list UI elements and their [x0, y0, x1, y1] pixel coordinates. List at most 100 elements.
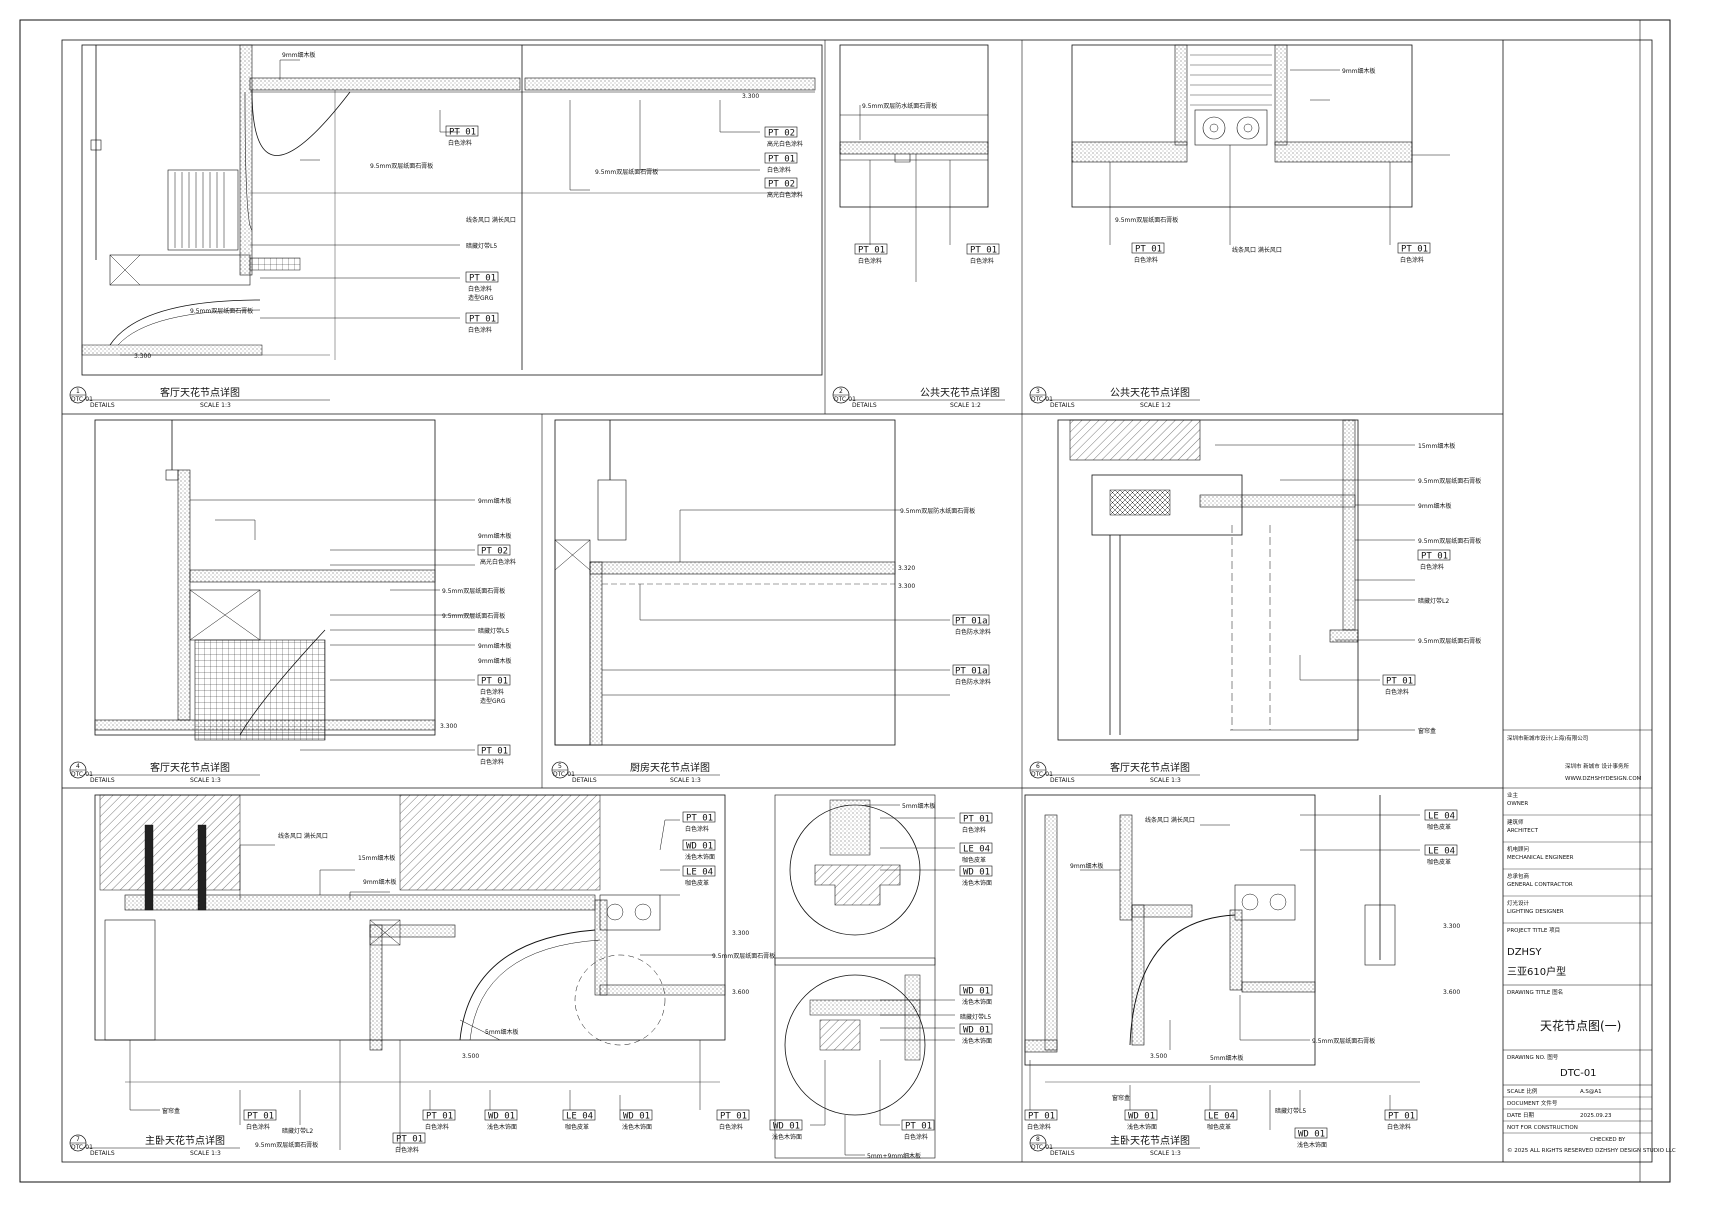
- note-curtain-d8: 窗帘盒: [1112, 1094, 1130, 1102]
- note-ply15-d7: 15mm细木板: [358, 854, 395, 862]
- note-gyp-d5: 9.5mm双层防水纸面石膏板: [900, 507, 975, 515]
- svg-text:PT 01: PT 01: [396, 1135, 423, 1145]
- tb-doc: DOCUMENT 文件号: [1507, 1099, 1558, 1107]
- tag-wd01-enl-d: WD 01 浅色木饰面: [769, 1119, 803, 1141]
- svg-text:浅色木饰面: 浅色木饰面: [962, 879, 992, 887]
- note-vent-d1: 线条风口 满长风口: [466, 216, 516, 224]
- detail-title-7: 7 DTC-01 DETAILS 主卧天花节点详图 SCALE 1:3: [69, 1134, 240, 1157]
- elev-d4: 3.300: [440, 723, 457, 730]
- svg-text:DETAILS: DETAILS: [1050, 402, 1075, 409]
- svg-text:DTC-01: DTC-01: [71, 771, 93, 778]
- svg-text:浅色木饰面: 浅色木饰面: [622, 1123, 652, 1131]
- svg-text:PT 01: PT 01: [469, 315, 496, 325]
- svg-text:PT 01: PT 01: [449, 128, 476, 138]
- tag-pt01-d1a: PT 01 白色涂料: [445, 125, 479, 147]
- svg-text:咖色皮革: 咖色皮革: [962, 856, 986, 864]
- svg-text:PT 01: PT 01: [1388, 1112, 1415, 1122]
- note-mm5-enl: 5mm细木板: [902, 802, 936, 810]
- svg-text:白色涂料: 白色涂料: [1420, 563, 1444, 571]
- svg-text:6: 6: [1036, 763, 1040, 770]
- note-ply9-d4d: 9mm细木板: [478, 657, 512, 665]
- tb-company: 深圳市新城市设计(上海)有限公司: [1507, 734, 1588, 742]
- tb-lighting: LIGHTING DESIGNER: [1507, 909, 1564, 915]
- note-ply9-d3: 9mm细木板: [1342, 67, 1376, 75]
- svg-text:WD 01: WD 01: [686, 842, 713, 852]
- svg-text:PT 01: PT 01: [481, 677, 508, 687]
- tag-pt01-enl-b: PT 01 白色涂料: [901, 1119, 935, 1141]
- tag-pt01-d3b: PT 01 白色涂料: [1397, 242, 1431, 264]
- svg-text:DTC-01: DTC-01: [834, 396, 856, 403]
- svg-text:白色涂料: 白色涂料: [904, 1133, 928, 1141]
- svg-text:SCALE 1:3: SCALE 1:3: [190, 777, 221, 784]
- tb-scale: A.S@A1: [1580, 1089, 1602, 1095]
- note-gyp-d6a: 9.5mm双层纸面石膏板: [1418, 477, 1481, 485]
- svg-text:DATE 日期: DATE 日期: [1507, 1112, 1535, 1119]
- tag-pt02-d1b: PT 02 高光白色涂料: [764, 177, 803, 199]
- svg-text:咖色皮革: 咖色皮革: [1427, 858, 1451, 866]
- svg-text:白色涂料: 白色涂料: [480, 688, 504, 696]
- svg-text:LE 04: LE 04: [1428, 847, 1455, 857]
- tb-owner: OWNER: [1507, 801, 1528, 807]
- svg-text:8: 8: [1036, 1136, 1040, 1143]
- detail-title-1: 1 DTC-01 DETAILS 客厅天花节点详图 SCALE 1:3: [69, 386, 330, 409]
- tag-wd01-d7b: WD 01 浅色木饰面: [484, 1109, 518, 1131]
- note-ply9-d8: 9mm细木板: [1070, 862, 1104, 870]
- svg-text:PT 01: PT 01: [768, 155, 795, 165]
- tb-website: WWW.DZHSHYDESIGN.COM: [1565, 776, 1642, 782]
- svg-text:总承包商: 总承包商: [1507, 872, 1530, 880]
- note-light-d6: 暗藏灯带L2: [1418, 597, 1449, 605]
- note-gyp-d7: 9.5mm双层纸面石膏板: [712, 952, 775, 960]
- tag-pt01-d8a: PT 01 白色涂料: [1024, 1109, 1058, 1131]
- note-gyp-d4b: 9.5mm双层纸面石膏板: [442, 612, 505, 620]
- note-gyp-d4a: 9.5mm双层纸面石膏板: [442, 587, 505, 595]
- svg-text:DETAILS: DETAILS: [852, 402, 877, 409]
- note-gyp-d6b: 9.5mm双层纸面石膏板: [1418, 537, 1481, 545]
- svg-text:PT 01: PT 01: [858, 246, 885, 256]
- elev-d7b: 3.600: [732, 989, 749, 996]
- tag-pt01-d4a: PT 01 白色涂料 造型GRG: [477, 674, 511, 705]
- tb-project-sub: 三亚610户型: [1507, 965, 1566, 978]
- svg-text:DETAILS: DETAILS: [572, 777, 597, 784]
- elev-d5a: 3.320: [898, 565, 915, 572]
- svg-text:PT 01: PT 01: [1421, 552, 1448, 562]
- tag-pt01-enl-a: PT 01 白色涂料: [959, 812, 993, 834]
- svg-text:浅色木饰面: 浅色木饰面: [1297, 1141, 1327, 1149]
- tag-pt01-d2a: PT 01 白色涂料: [854, 243, 888, 265]
- tag-wd01-d7a: WD 01 浅色木饰面: [682, 839, 716, 861]
- svg-text:LE 04: LE 04: [686, 868, 713, 878]
- elev-d8a: 3.300: [1443, 923, 1460, 930]
- note-ply9-d6: 9mm细木板: [1418, 502, 1452, 510]
- detail-title-3: 3 DTC-01 DETAILS 公共天花节点详图 SCALE 1:2: [1029, 386, 1200, 409]
- svg-text:PT 02: PT 02: [768, 129, 795, 139]
- note-gyp-d7b: 9.5mm双层纸面石膏板: [255, 1141, 318, 1149]
- note-curtain-d6: 窗帘盒: [1418, 727, 1436, 735]
- detail-title-5: 5 DTC-01 DETAILS 厨房天花节点详图 SCALE 1:3: [551, 761, 720, 784]
- svg-text:白色涂料: 白色涂料: [480, 758, 504, 766]
- tb-architect: ARCHITECT: [1507, 828, 1539, 834]
- svg-text:客厅天花节点详图: 客厅天花节点详图: [150, 761, 230, 774]
- note-mm59-enl: 5mm+9mm细木板: [867, 1152, 921, 1160]
- svg-text:DETAILS: DETAILS: [90, 402, 115, 409]
- elev-d7a: 3.300: [732, 930, 749, 937]
- svg-text:高光白色涂料: 高光白色涂料: [767, 140, 803, 148]
- elev-d5b: 3.300: [898, 583, 915, 590]
- svg-text:DETAILS: DETAILS: [1050, 1150, 1075, 1157]
- detail-3: 9mm细木板 线条风口 满长风口 9.5mm双层纸面石膏板 PT 01 白色涂料…: [1029, 44, 1450, 409]
- tag-wd01-d7c: WD 01 浅色木饰面: [619, 1109, 653, 1131]
- svg-text:造型GRG: 造型GRG: [480, 697, 506, 705]
- svg-text:DTC-01: DTC-01: [1031, 1144, 1053, 1151]
- svg-text:PT 01: PT 01: [469, 274, 496, 284]
- enlarged-details: 5mm细木板 PT 01 白色涂料 LE 04 咖色皮革 WD 01 浅色木饰面…: [769, 794, 993, 1160]
- tag-pt01-d1b: PT 01 白色涂料 造型GRG: [465, 271, 499, 302]
- tag-wd01-enl-c: WD 01 浅色木饰面: [959, 1023, 993, 1045]
- svg-text:7: 7: [76, 1136, 80, 1143]
- note-gyp-d2: 9.5mm双层防水纸面石膏板: [862, 102, 937, 110]
- svg-text:白色涂料: 白色涂料: [1027, 1123, 1051, 1131]
- svg-text:1: 1: [76, 388, 80, 395]
- tag-pt02-d4: PT 02 高光白色涂料: [477, 544, 516, 566]
- svg-text:PT 01: PT 01: [970, 246, 997, 256]
- note-gyp-d1a: 9.5mm双层纸面石膏板: [370, 162, 433, 170]
- tag-pt01-d8b: PT 01 白色涂料: [1384, 1109, 1418, 1131]
- tb-gc: GENERAL CONTRACTOR: [1507, 882, 1573, 888]
